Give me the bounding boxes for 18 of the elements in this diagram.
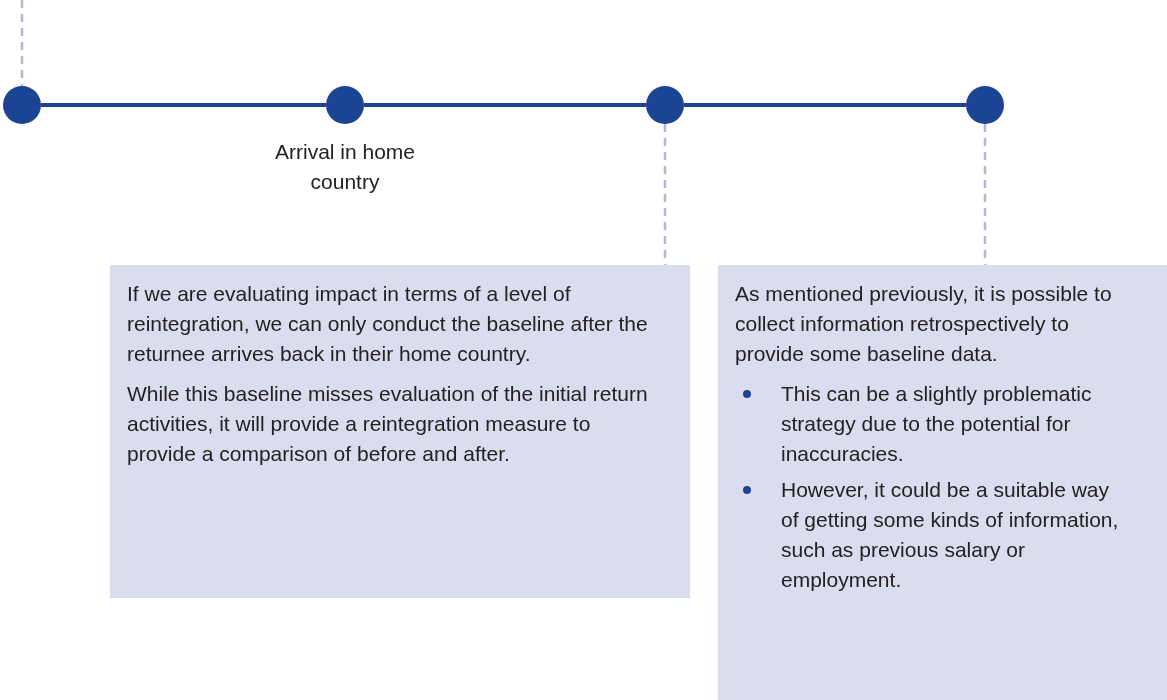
text-card [718,265,1167,700]
paragraph: As mentioned previously, it is possible to collect information retrospectively to provide some baseline data. [735,281,1113,367]
timeline-line [684,103,966,107]
milestone-label: Arrival in home country [273,139,417,195]
timeline-dot [326,86,364,124]
timeline-line [364,103,646,107]
bullet-text: However, it could be a suitable way of getting some kinds of information, such as previous salary or employment. [781,477,1120,593]
paragraph: While this baseline misses evaluation of the initial return activities, it will provide a reintegration measure to provide a comparison of before and after. [127,381,649,467]
dashed-connector [20,0,24,86]
timeline-line [41,103,326,107]
dashed-connector [663,124,667,265]
timeline-dot [966,86,1004,124]
dashed-connector [983,124,987,265]
timeline-dot [3,86,41,124]
text-card [110,265,690,598]
paragraph: If we are evaluating impact in terms of a level of reintegration, we can only conduct the baseline after the returnee arrives back in their home country. [127,281,649,367]
bullet-text: This can be a slightly problematic strategy due to the potential for inaccuracies. [781,381,1093,467]
timeline-dot [646,86,684,124]
